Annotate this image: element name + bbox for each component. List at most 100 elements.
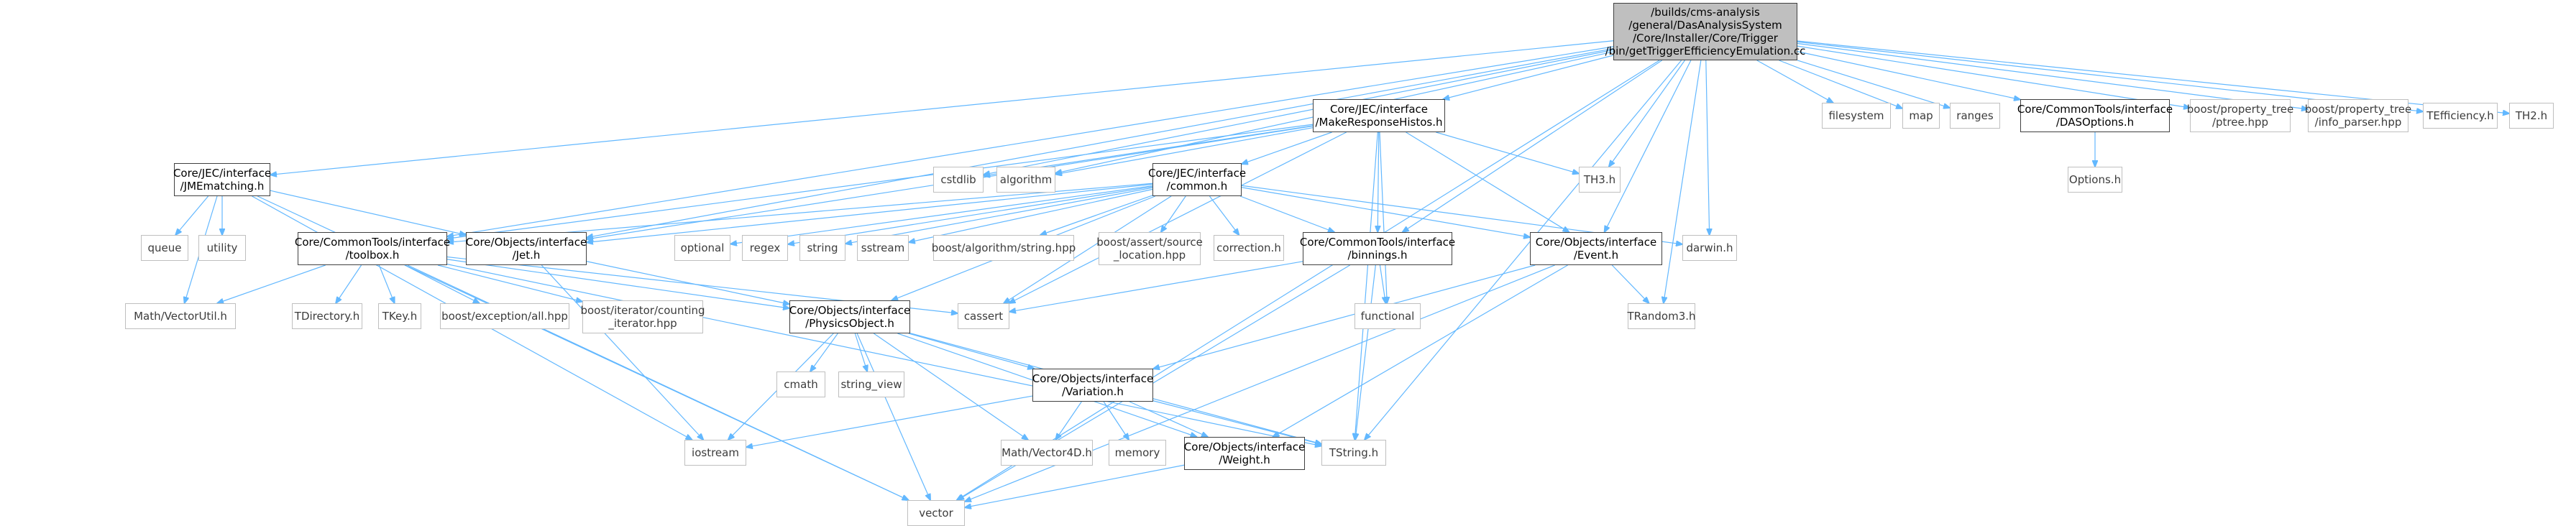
edge-jmematching-to-jet xyxy=(270,190,466,235)
edge-root-to-vector xyxy=(957,60,1660,500)
node-label-line: boost/property_tree xyxy=(2186,103,2294,116)
edge-makeresponse-to-functional xyxy=(1379,132,1387,303)
edge-common-to-boostalgo xyxy=(1040,195,1153,235)
node-label-line: TEfficiency.h xyxy=(2426,109,2494,122)
edge-physicsobject-to-stringview xyxy=(854,333,867,372)
node-label-line: regex xyxy=(749,241,781,254)
node-dasoptions[interactable]: Core/CommonTools/interface/DASOptions.h xyxy=(2017,99,2173,132)
node-label-line: filesystem xyxy=(1828,109,1884,122)
node-ranges: ranges xyxy=(1950,103,2000,129)
edge-common-to-regex xyxy=(788,186,1153,244)
node-jet[interactable]: Core/Objects/interface/Jet.h xyxy=(466,232,587,265)
node-tdirectory: TDirectory.h xyxy=(292,303,362,329)
node-label-line: /Variation.h xyxy=(1062,385,1124,398)
node-label-line: cassert xyxy=(963,310,1004,323)
node-label-line: boost/assert/source xyxy=(1096,236,1203,249)
node-event[interactable]: Core/Objects/interface/Event.h xyxy=(1530,232,1662,265)
edge-makeresponse-to-th3 xyxy=(1436,132,1579,174)
edge-common-to-sstream xyxy=(909,188,1153,242)
node-boostassert: boost/assert/source_location.hpp xyxy=(1096,232,1203,265)
edge-toolbox-to-tstring xyxy=(446,264,1321,446)
edge-binnings-to-functional xyxy=(1379,264,1385,303)
edge-event-to-weight xyxy=(1273,264,1568,437)
node-label-line: boost/exception/all.hpp xyxy=(441,310,568,323)
node-label-line: Core/Objects/interface xyxy=(1183,440,1306,453)
edge-root-to-infoparser xyxy=(1797,42,2308,109)
node-toolbox[interactable]: Core/CommonTools/interface/toolbox.h xyxy=(294,232,451,265)
node-vector4d: Math/Vector4D.h xyxy=(1001,440,1093,466)
node-makeresponse[interactable]: Core/JEC/interface/MakeResponseHistos.h xyxy=(1313,99,1445,132)
node-label-line: queue xyxy=(147,241,182,254)
node-label-line: /DASOptions.h xyxy=(2055,116,2135,129)
node-tkey: TKey.h xyxy=(378,303,421,329)
node-label-line: TRandom3.h xyxy=(1627,310,1696,323)
edge-common-to-jet xyxy=(587,183,1153,242)
edge-event-to-trandom3 xyxy=(1611,264,1649,303)
edge-physicsobject-to-cmath xyxy=(810,333,838,372)
node-label-line: correction.h xyxy=(1216,241,1281,254)
node-th2: TH2.h xyxy=(2509,103,2554,129)
edge-common-to-string xyxy=(845,187,1153,244)
node-label-line: Core/JEC/interface xyxy=(1329,103,1429,116)
edge-physicsobject-to-variation xyxy=(908,333,1034,369)
node-label-line: TDirectory.h xyxy=(294,310,360,323)
node-label-line: sstream xyxy=(861,241,905,254)
node-label-line: memory xyxy=(1114,446,1160,459)
node-label-line: algorithm xyxy=(999,173,1053,186)
edge-root-to-jet xyxy=(587,47,1614,238)
edge-variation-to-weight xyxy=(1129,401,1208,437)
node-label-line: /JMEmatching.h xyxy=(180,180,265,193)
node-trandom3: TRandom3.h xyxy=(1627,303,1696,329)
node-label-line: iostream xyxy=(692,446,739,459)
node-label-line: Core/CommonTools/interface xyxy=(2017,103,2173,116)
node-label-line: map xyxy=(1909,109,1933,122)
node-common[interactable]: Core/JEC/interface/common.h xyxy=(1148,163,1246,196)
edge-binnings-to-tstring xyxy=(1355,264,1376,440)
edge-binnings-to-cassert xyxy=(1009,261,1303,312)
node-label-line: functional xyxy=(1360,310,1415,323)
edge-makeresponse-to-tstring xyxy=(1355,132,1378,440)
edge-weight-to-vector xyxy=(965,464,1185,507)
edge-common-to-optional xyxy=(730,185,1153,244)
edge-root-to-filesystem xyxy=(1756,60,1833,103)
edge-root-to-th3 xyxy=(1609,60,1685,167)
node-variation[interactable]: Core/Objects/interface/Variation.h xyxy=(1032,369,1153,402)
edge-physicsobject-to-vector4d xyxy=(874,333,1028,440)
node-queue: queue xyxy=(141,235,188,261)
node-label-line: boost/iterator/counting xyxy=(580,304,705,317)
node-weight[interactable]: Core/Objects/interface/Weight.h xyxy=(1184,437,1305,470)
node-label-line: Core/CommonTools/interface xyxy=(294,236,451,249)
node-label-line: string xyxy=(807,241,838,254)
node-tstring: TString.h xyxy=(1321,440,1386,466)
node-vectorutil: Math/VectorUtil.h xyxy=(125,303,236,329)
edge-root-to-makeresponse xyxy=(1443,55,1614,99)
node-iostream: iostream xyxy=(684,440,746,466)
node-label-line: /Weight.h xyxy=(1219,453,1270,466)
node-label-line: Core/Objects/interface xyxy=(789,304,911,317)
edge-toolbox-to-physicsobject xyxy=(446,259,789,308)
node-jmematching[interactable]: Core/JEC/interface/JMEmatching.h xyxy=(173,163,271,196)
edge-variation-to-memory xyxy=(1103,401,1129,440)
node-binnings[interactable]: Core/CommonTools/interface/binnings.h xyxy=(1300,232,1455,265)
edge-root-to-tstring xyxy=(1365,60,1682,440)
node-boostalgo: boost/algorithm/string.hpp xyxy=(932,235,1076,261)
edge-toolbox-to-vectorutil xyxy=(217,264,326,303)
node-label-line: string_view xyxy=(840,378,902,391)
node-tefficiency: TEfficiency.h xyxy=(2423,103,2498,129)
node-label-line: /Event.h xyxy=(1573,249,1619,262)
edge-toolbox-to-tkey xyxy=(378,264,394,303)
edge-makeresponse-to-cassert xyxy=(1009,132,1347,303)
node-regex: regex xyxy=(742,235,788,261)
node-label-line: /info_parser.hpp xyxy=(2314,116,2402,129)
node-label-line: _location.hpp xyxy=(1113,249,1186,262)
node-physicsobject[interactable]: Core/Objects/interface/PhysicsObject.h xyxy=(789,300,910,333)
node-label-line: TKey.h xyxy=(382,310,418,323)
edge-makeresponse-to-common xyxy=(1242,132,1332,164)
node-infoparser: boost/property_tree/info_parser.hpp xyxy=(2305,99,2411,132)
edge-root-to-ranges xyxy=(1797,60,1950,108)
edge-jet-to-iostream xyxy=(541,264,703,440)
node-string: string xyxy=(799,235,845,261)
node-cmath: cmath xyxy=(776,372,825,397)
edge-jmematching-to-queue xyxy=(175,195,209,235)
